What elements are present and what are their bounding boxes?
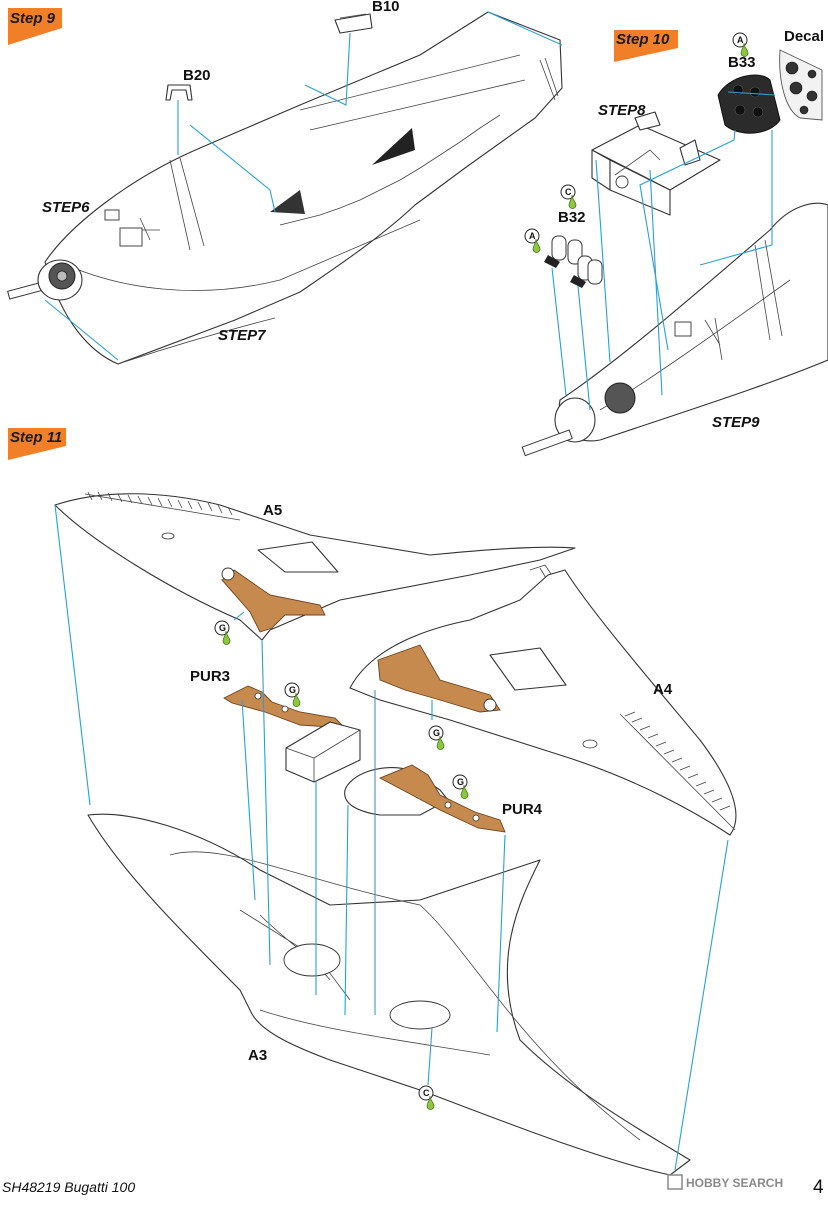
paint-code-c-a3: C <box>418 1085 435 1110</box>
engine-assembly <box>7 259 83 301</box>
paint-code-a-b32: A <box>524 228 541 253</box>
fuselage-half <box>44 11 563 365</box>
part-pur3 <box>223 685 347 729</box>
step10-tab: Step 10 <box>614 30 678 62</box>
label-step9: STEP9 <box>712 414 760 431</box>
seat-assembly <box>591 111 721 216</box>
part-b10 <box>334 13 373 34</box>
step9-section: Step 9 <box>7 0 563 365</box>
label-a4: A4 <box>653 681 673 698</box>
paint-code-g-a4: G <box>428 725 445 750</box>
paint-code-label: A <box>529 231 536 241</box>
paint-code-label: C <box>565 187 572 197</box>
watermark-text: HOBBY SEARCH <box>686 1176 783 1190</box>
label-b32: B32 <box>558 209 586 226</box>
radiator-block <box>285 721 361 783</box>
decal-instrument-panel <box>779 49 823 121</box>
paint-code-a-b33: A <box>732 32 749 57</box>
label-b10: B10 <box>372 0 400 15</box>
paint-code-c-b32: C <box>560 184 577 209</box>
label-a3: A3 <box>248 1047 267 1064</box>
label-a5: A5 <box>263 502 282 519</box>
paint-code-label: A <box>737 35 744 45</box>
paint-code-label: G <box>457 777 464 787</box>
step9-guides <box>44 11 563 361</box>
step9-tab: Step 9 <box>8 8 62 45</box>
paint-code-label: G <box>433 728 440 738</box>
part-b32 <box>544 235 603 288</box>
label-pur3: PUR3 <box>190 668 230 685</box>
label-step6: STEP6 <box>42 199 90 216</box>
step11-tab: Step 11 <box>8 428 66 460</box>
step11-section: Step 11 A5 G A4 <box>8 428 737 1176</box>
label-step7: STEP7 <box>218 327 266 344</box>
step11-guides <box>54 504 729 1171</box>
label-decal: Decal <box>784 28 824 45</box>
page-number: 4 <box>813 1177 824 1198</box>
part-b33 <box>717 74 781 134</box>
step10-section: Step 10 STEP8 <box>521 28 828 457</box>
wing-a4 <box>349 569 737 836</box>
label-step8: STEP8 <box>598 102 646 119</box>
watermark: HOBBY SEARCH <box>667 1174 783 1190</box>
paint-code-label: G <box>289 685 296 695</box>
paint-code-g-a5: G <box>214 620 231 645</box>
fuselage-closed <box>521 202 828 457</box>
cockpit-details <box>104 209 160 247</box>
part-pur4 <box>378 764 506 833</box>
label-b20: B20 <box>183 67 211 84</box>
paint-code-g-pur3: G <box>284 682 301 707</box>
kit-title: SH48219 Bugatti 100 <box>2 1179 135 1195</box>
label-pur4: PUR4 <box>502 801 543 818</box>
step9-title: Step 9 <box>10 10 56 27</box>
paint-code-g-pur4: G <box>452 774 469 799</box>
step11-title: Step 11 <box>10 429 62 446</box>
paint-code-label: G <box>219 623 226 633</box>
wing-a3 <box>87 813 691 1176</box>
watermark-logo-icon <box>667 1174 683 1190</box>
wing-a5 <box>54 491 576 641</box>
footer: SH48219 Bugatti 100 HOBBY SEARCH 4 <box>2 1174 824 1198</box>
step10-guides <box>551 91 776 411</box>
step10-title: Step 10 <box>616 31 670 48</box>
paint-code-label: C <box>423 1088 430 1098</box>
part-b20 <box>165 84 193 101</box>
label-b33: B33 <box>728 54 756 71</box>
